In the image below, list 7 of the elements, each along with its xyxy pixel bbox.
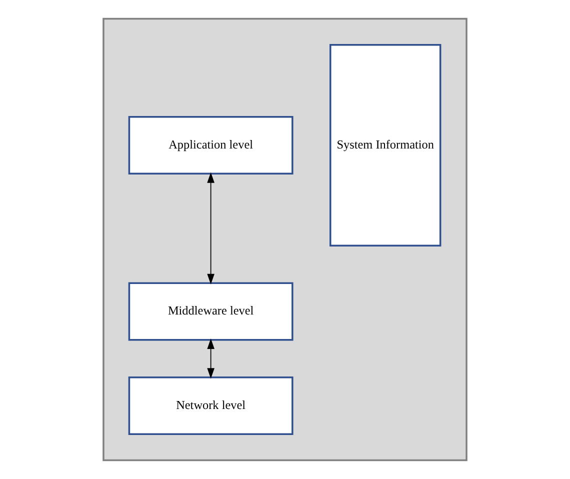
node-box: Network level xyxy=(128,376,294,435)
node-box: System Information xyxy=(330,44,442,246)
node-box: Middleware level xyxy=(128,282,294,341)
cluster xyxy=(102,18,468,462)
arrow xyxy=(207,172,214,284)
node-box: Application level xyxy=(128,116,294,174)
arrow xyxy=(207,338,214,379)
